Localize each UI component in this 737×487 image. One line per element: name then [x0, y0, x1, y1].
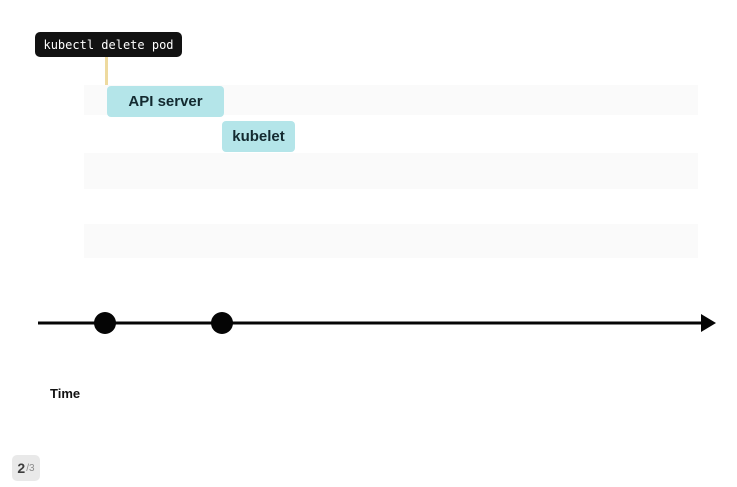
event-api-server: API server — [107, 86, 224, 117]
command-tooltip: kubectl delete pod — [35, 32, 182, 57]
event-kubelet: kubelet — [222, 121, 295, 152]
lane-stripe-3 — [84, 224, 698, 258]
page-indicator: 2 /3 — [12, 455, 40, 481]
timeline-dot — [211, 312, 233, 334]
event-api-server-label: API server — [128, 93, 203, 110]
timeline-arrowhead-icon — [701, 314, 716, 332]
tooltip-connector-line — [105, 57, 108, 87]
time-axis-label: Time — [50, 386, 81, 401]
command-tooltip-label: kubectl delete pod — [43, 37, 174, 52]
page-indicator-current: 2 — [17, 460, 26, 476]
timeline-dot — [94, 312, 116, 334]
page-indicator-total: /3 — [26, 462, 35, 474]
lane-stripe-2 — [84, 153, 698, 189]
event-kubelet-label: kubelet — [232, 128, 285, 145]
